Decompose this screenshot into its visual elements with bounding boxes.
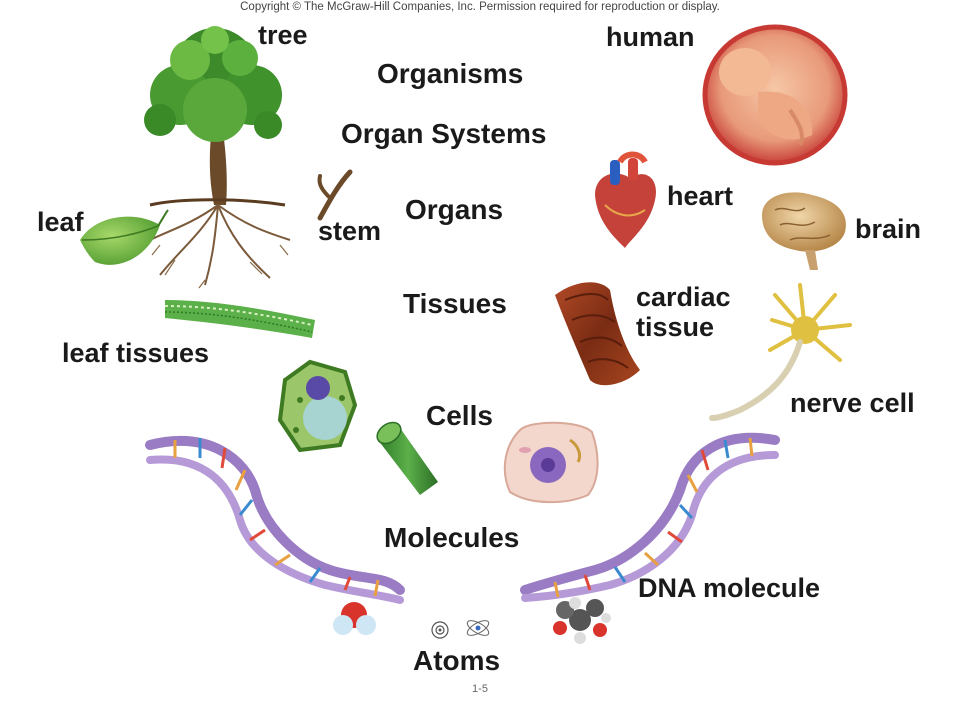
level-cells: Cells <box>426 400 493 431</box>
plant-cell-illustration <box>277 359 358 453</box>
label-brain: brain <box>855 214 922 244</box>
label-human: human <box>606 22 695 52</box>
heart-illustration <box>595 151 656 248</box>
dna-right-illustration <box>520 432 780 602</box>
animal-cell-illustration <box>503 421 599 504</box>
human-fetus-illustration <box>702 24 848 166</box>
label-leaf-tissues: leaf tissues <box>62 338 210 368</box>
stem-tissue-illustration <box>376 421 438 495</box>
label-dna-molecule: DNA molecule <box>638 573 821 603</box>
level-tissues: Tissues <box>403 288 507 319</box>
copyright-notice: Copyright © The McGraw-Hill Companies, I… <box>240 1 720 13</box>
label-cardiac: cardiac <box>636 282 731 312</box>
page-number: 1-5 <box>472 683 488 695</box>
nerve-cell-illustration <box>709 283 852 421</box>
level-organs: Organs <box>405 194 504 225</box>
tree-illustration <box>144 26 291 289</box>
label-cardiac-tissue: tissue <box>636 312 715 342</box>
label-leaf: leaf <box>37 207 84 237</box>
level-organ-systems: Organ Systems <box>341 118 547 149</box>
atom-icons-illustration <box>431 620 490 639</box>
level-atoms: Atoms <box>413 645 501 676</box>
label-tree: tree <box>258 20 308 50</box>
label-nerve-cell: nerve cell <box>790 388 915 418</box>
stem-illustration <box>317 169 353 221</box>
label-stem: stem <box>318 216 382 246</box>
cardiac-tissue-illustration <box>555 282 640 386</box>
level-molecules: Molecules <box>384 522 520 553</box>
dna-left-illustration <box>145 436 405 604</box>
leaf-illustration <box>80 209 169 265</box>
organic-molecule-illustration <box>553 597 611 644</box>
leaf-tissue-illustration <box>164 300 315 338</box>
level-organisms: Organisms <box>377 58 524 89</box>
brain-illustration <box>762 192 846 270</box>
water-molecule-illustration <box>333 602 376 635</box>
label-heart: heart <box>667 181 734 211</box>
